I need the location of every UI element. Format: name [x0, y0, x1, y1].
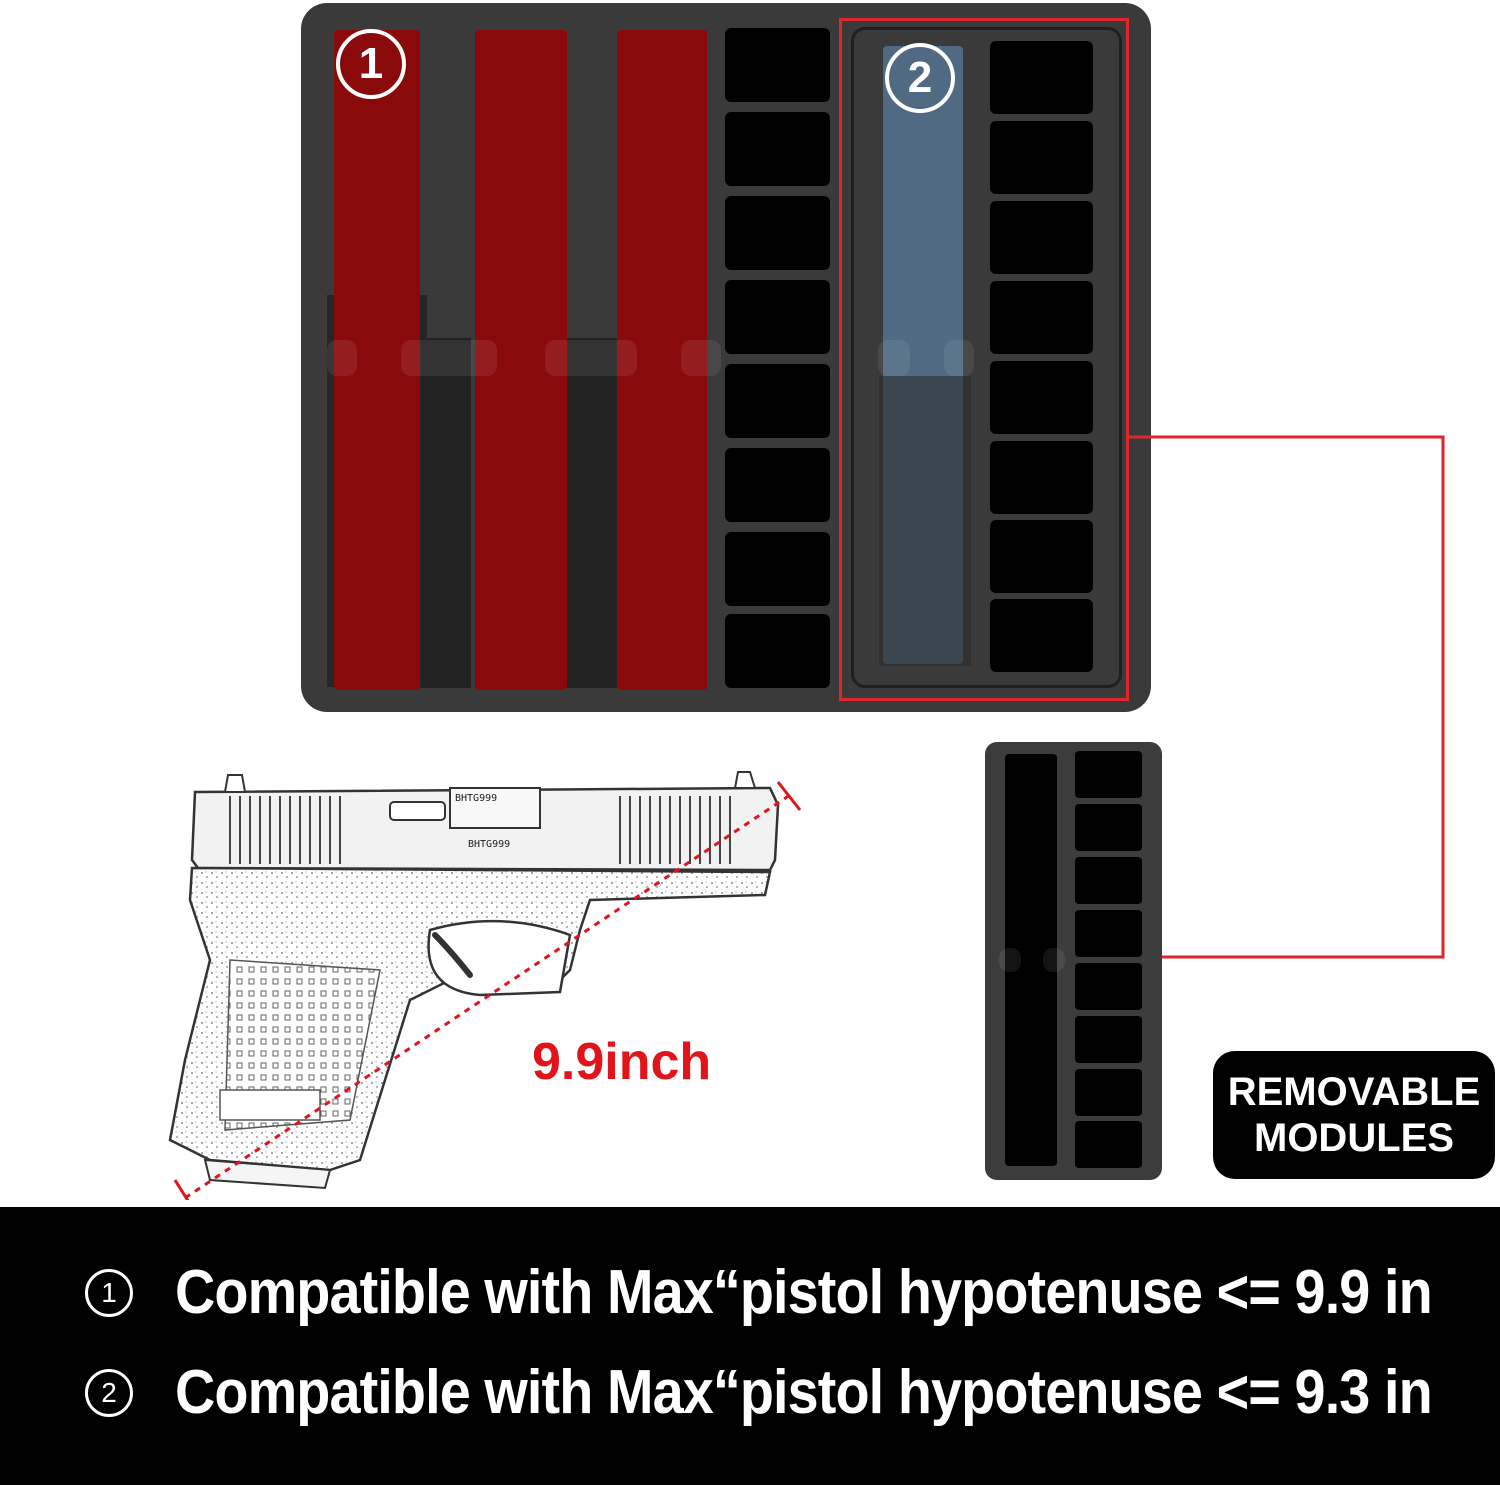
magazine-cell — [990, 201, 1093, 274]
magazine-cell — [990, 599, 1093, 672]
pistol-illustration: BHTG999 BHTG999 — [168, 771, 802, 1200]
magazine-cell — [725, 614, 830, 688]
pistol-slot-3 — [617, 30, 707, 690]
magazine-cell — [990, 520, 1093, 593]
magazine-cell — [1075, 804, 1142, 851]
module-pistol-slot — [1005, 754, 1057, 1166]
module-highlight-frame — [839, 18, 1129, 701]
slot-badge-2: 2 — [885, 43, 955, 113]
finger-notch — [327, 340, 357, 376]
pistol-slot-2 — [475, 30, 567, 690]
slot-badge-1: 1 — [336, 29, 406, 99]
magazine-cell — [1075, 910, 1142, 957]
measurement-label: 9.9inch — [532, 1033, 712, 1091]
spec-row-1: 1 Compatible with Max“pistol hypotenuse … — [85, 1257, 1500, 1328]
spec-row-2: 2 Compatible with Max“pistol hypotenuse … — [85, 1357, 1500, 1428]
magazine-cell — [1075, 1121, 1142, 1168]
magazine-cell — [1075, 751, 1142, 798]
magazine-cell — [1075, 1069, 1142, 1116]
magazine-cell — [990, 361, 1093, 434]
finger-notch — [401, 340, 497, 376]
finger-notch — [999, 948, 1021, 972]
module-inset: 2 — [851, 27, 1122, 688]
finger-notch — [681, 340, 721, 376]
magazine-cell — [725, 112, 830, 186]
magazine-cell — [990, 281, 1093, 354]
slide-marking: BHTG999 — [468, 839, 510, 850]
magazine-cell — [725, 364, 830, 438]
magazine-cell — [1075, 963, 1142, 1010]
magazine-cell — [725, 28, 830, 102]
spec-text-1: Compatible with Max“pistol hypotenuse <=… — [175, 1258, 1433, 1327]
magazine-cell — [725, 532, 830, 606]
tray-slot-shadow — [879, 376, 971, 666]
tray-divider — [421, 338, 471, 688]
magazine-cell — [1075, 1016, 1142, 1063]
label-line-1: REMOVABLE — [1227, 1070, 1481, 1114]
spec-banner: 1 Compatible with Max“pistol hypotenuse … — [0, 1207, 1500, 1485]
spec-number-2: 2 — [85, 1368, 133, 1417]
magazine-cell — [1075, 857, 1142, 904]
magazine-cell — [990, 441, 1093, 514]
magazine-cell — [725, 280, 830, 354]
spec-number-1: 1 — [85, 1268, 133, 1317]
tray-divider — [563, 338, 617, 688]
slide-marking: BHTG999 — [455, 793, 497, 804]
pistol-slot-1 — [334, 30, 420, 690]
magazine-cell — [725, 448, 830, 522]
magazine-cell — [990, 41, 1093, 114]
magazine-cell — [725, 196, 830, 270]
magazine-cell — [990, 121, 1093, 194]
label-line-2: MODULES — [1254, 1116, 1454, 1160]
finger-notch — [545, 340, 637, 376]
finger-notch — [878, 340, 910, 376]
removable-module — [985, 742, 1162, 1180]
finger-notch — [944, 340, 974, 376]
spec-text-2: Compatible with Max“pistol hypotenuse <=… — [175, 1358, 1433, 1427]
removable-modules-label: REMOVABLE MODULES — [1213, 1051, 1495, 1179]
finger-notch — [1043, 948, 1065, 972]
